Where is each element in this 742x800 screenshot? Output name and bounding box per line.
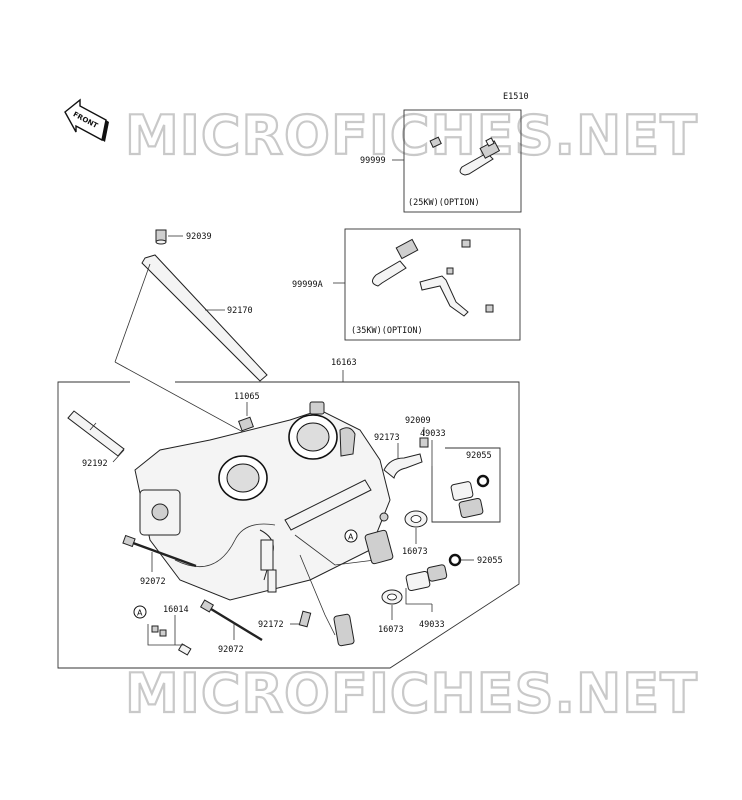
- marker-a-main: A: [344, 529, 358, 543]
- label-92009: 92009: [405, 416, 431, 426]
- label-49033-bot: 49033: [419, 620, 445, 630]
- leader-92192: [112, 449, 125, 463]
- front-arrow-icon: FRONT: [64, 98, 109, 142]
- label-92039: 92039: [186, 232, 212, 242]
- option-35kw-parts: [372, 238, 494, 317]
- option-25kw-box: [403, 109, 522, 213]
- strap-92170: [141, 254, 268, 382]
- option-35kw-text: (35KW)(OPTION): [351, 326, 423, 336]
- bolt-92039: [155, 229, 167, 245]
- label-92055-top: 92055: [466, 451, 492, 461]
- label-16014: 16014: [163, 605, 189, 615]
- oring-92055-bot: [448, 553, 462, 567]
- leader-strap-right: [114, 361, 266, 445]
- label-99999: 99999: [360, 156, 386, 166]
- screw-92009: [419, 437, 429, 448]
- label-16073-bot: 16073: [378, 625, 404, 635]
- label-92170: 92170: [227, 306, 253, 316]
- watermark-top: MICROFICHES.NET: [125, 104, 698, 167]
- cable-tie-92072-bot: [199, 599, 263, 642]
- option-35kw-box: [344, 228, 521, 341]
- injector-49033-bot: [405, 564, 448, 592]
- label-49033-top: 49033: [420, 429, 446, 439]
- diagram-code: E1510: [503, 92, 529, 102]
- injector-top-box: [431, 447, 501, 523]
- svg-text:A: A: [348, 533, 354, 542]
- tube-92192: [67, 410, 125, 457]
- injector-bot-bracket: [405, 588, 432, 605]
- oring-92055-top: [476, 474, 490, 488]
- label-92192: 92192: [82, 459, 108, 469]
- watermark-bottom: MICROFICHES.NET: [125, 662, 698, 725]
- label-92072-left: 92072: [140, 577, 166, 587]
- throttle-body-assembly: [134, 401, 394, 647]
- option-25kw-text: (25KW)(OPTION): [408, 198, 480, 208]
- option-25kw-parts: [429, 136, 501, 176]
- bracket-92173: [383, 453, 423, 479]
- label-92173: 92173: [374, 433, 400, 443]
- label-16163: 16163: [331, 358, 357, 368]
- label-92172: 92172: [258, 620, 284, 630]
- injector-49033-top: [450, 481, 484, 519]
- cable-tie-92072-left: [122, 534, 197, 568]
- svg-text:A: A: [137, 609, 143, 618]
- leader-16014: [147, 624, 185, 646]
- screw-92172: [298, 610, 312, 628]
- assembly-frame-16163: [57, 381, 520, 669]
- label-99999a: 99999A: [292, 280, 323, 290]
- label-92072-bot: 92072: [218, 645, 244, 655]
- leader-strap-left: [114, 263, 151, 363]
- part-11065: [238, 416, 254, 432]
- label-92055-bot: 92055: [477, 556, 503, 566]
- marker-a-kit: A: [133, 605, 147, 619]
- label-11065: 11065: [234, 392, 260, 402]
- kit-16014: [151, 625, 192, 656]
- label-16073-top: 16073: [402, 547, 428, 557]
